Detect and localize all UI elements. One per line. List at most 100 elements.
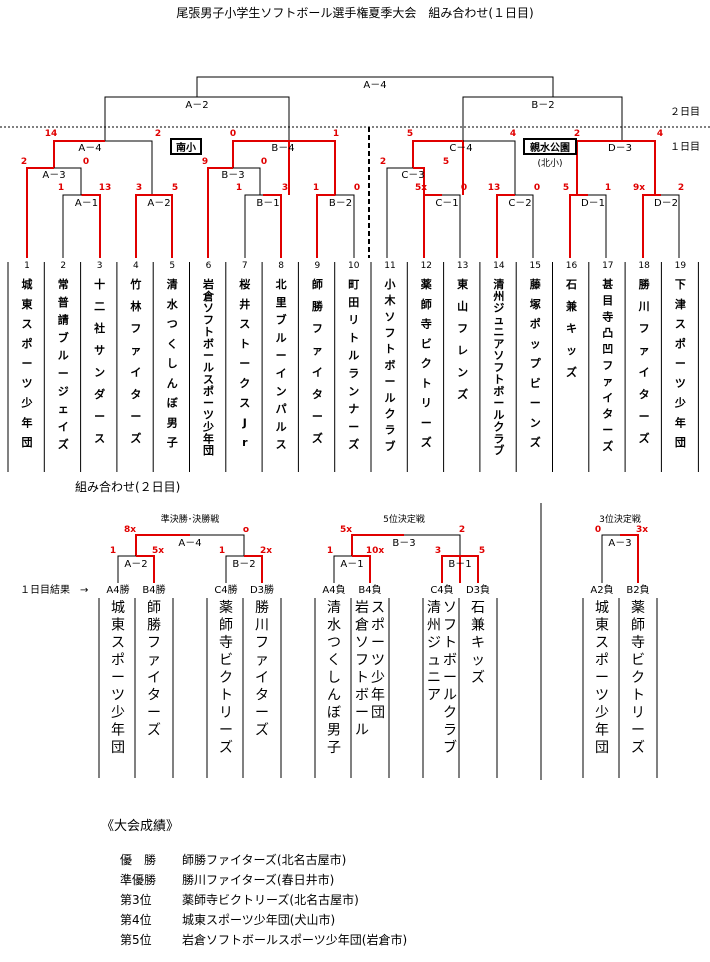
bracket-line — [26, 167, 54, 258]
score: 14 — [45, 129, 58, 139]
match-label: C－1 — [435, 198, 458, 209]
team-name: 常普請ブルージェイズ — [58, 277, 69, 451]
match-label: A－1 — [340, 559, 363, 570]
score: 1 — [110, 546, 116, 556]
bracket-line — [569, 194, 588, 258]
score: o — [243, 525, 249, 535]
score: 2x — [260, 546, 272, 556]
team-number: 18 — [638, 261, 650, 271]
bracket-line — [81, 194, 101, 258]
bracket-line — [441, 555, 461, 583]
score: 9 — [202, 157, 208, 167]
bracket-line — [413, 167, 425, 195]
venue-label: 南小 — [176, 141, 196, 154]
bracket-line — [135, 534, 190, 556]
match-label: D－2 — [654, 198, 678, 209]
score: 2 — [459, 525, 465, 535]
slot-team-name: スポーツ少年団 — [371, 600, 385, 721]
bracket-line — [263, 194, 282, 258]
slot-label: B2負 — [626, 584, 649, 596]
team-number: 17 — [602, 261, 613, 271]
slot-team-name: 清水つくしんぼ男子 — [327, 600, 341, 756]
match-label: D－1 — [581, 198, 605, 209]
bracket-line — [54, 167, 82, 195]
team-name: 竹林ファイターズ — [129, 277, 141, 445]
score: 2 — [380, 157, 386, 167]
bracket-line — [135, 194, 154, 258]
team-name: 師勝ファイターズ — [312, 277, 324, 445]
slot-label: A2負 — [590, 584, 613, 596]
result-rank: 第3位 — [120, 893, 152, 907]
score: 5 — [443, 157, 449, 167]
match-label: A－3 — [608, 538, 631, 549]
bracket-line — [335, 194, 355, 258]
score: 1 — [58, 183, 64, 193]
result-rank: 第4位 — [120, 913, 152, 927]
team-number: 5 — [169, 261, 175, 271]
team-number: 7 — [242, 261, 248, 271]
team-number: 12 — [421, 261, 432, 271]
bracket-line — [515, 194, 534, 258]
bracket-line — [412, 140, 464, 195]
team-name: 藤塚ポップビーンズ — [530, 277, 542, 449]
bracket-line — [620, 534, 639, 583]
result-rank: 第5位 — [120, 933, 152, 947]
score: 13 — [488, 183, 501, 193]
score: 9x — [633, 183, 645, 193]
bracket-line — [154, 194, 173, 258]
team-name: 東山フレンズ — [457, 277, 469, 401]
bracket-line — [289, 140, 336, 195]
team-number: 8 — [278, 261, 284, 271]
bracket-line — [404, 534, 461, 556]
slot-team-name: 師勝ファイターズ — [147, 600, 161, 739]
result-team: 城東スポーツ少年団(犬山市) — [182, 913, 336, 927]
match-label: C－2 — [508, 198, 531, 209]
bracket-line — [622, 140, 656, 195]
bracket-line — [642, 194, 661, 258]
match-label: A－4 — [178, 538, 201, 549]
score: 5x — [340, 525, 352, 535]
team-name: 北里ブルーインパルス — [276, 277, 287, 451]
result-team: 師勝ファイターズ(北名古屋市) — [182, 853, 347, 867]
bracket-line — [386, 167, 413, 258]
score: 1 — [313, 183, 319, 193]
slot-label: D3負 — [466, 584, 490, 596]
bracket-line — [463, 140, 516, 195]
bracket-line — [232, 140, 290, 195]
team-number: 16 — [566, 261, 578, 271]
match-label: B－2 — [232, 559, 255, 570]
bracket-line — [53, 140, 105, 168]
match-label: A－2 — [124, 559, 147, 570]
score: 3 — [282, 183, 288, 193]
bracket-line — [233, 167, 261, 195]
slot-team-name: 勝川ファイターズ — [255, 600, 269, 739]
slot-team-name: 薬師寺ビクトリーズ — [631, 600, 645, 756]
team-number: 11 — [384, 261, 395, 271]
bracket-line — [601, 534, 620, 583]
match-label: A－1 — [75, 198, 98, 209]
score: 0 — [461, 183, 467, 193]
bracket-line — [117, 555, 136, 583]
score: 0 — [534, 183, 540, 193]
match-label: B－3 — [221, 170, 244, 181]
slot-team-name: 城東スポーツ少年団 — [595, 600, 609, 756]
score: 5 — [479, 546, 485, 556]
team-name: 甚目寺凸凹ファイターズ — [602, 277, 613, 453]
bracket-line — [62, 194, 82, 258]
match-label: B－2 — [329, 198, 352, 209]
bracket-line — [442, 194, 461, 258]
result-rank: 優 勝 — [120, 853, 157, 867]
bracket-line — [190, 534, 245, 556]
team-number: 14 — [493, 261, 505, 271]
score: 4 — [657, 129, 663, 139]
slot-label: D3勝 — [250, 583, 274, 596]
match-label: B－4 — [271, 143, 294, 154]
team-name: 清水つくしんぼ男子 — [167, 277, 179, 449]
team-number: 4 — [133, 261, 139, 271]
result-team: 勝川ファイターズ(春日井市) — [182, 873, 335, 887]
slot-label: C4勝 — [214, 583, 237, 596]
match-label: B－2 — [531, 100, 554, 111]
section-title: 準決勝･決勝戦 — [161, 513, 220, 525]
team-name: 勝川ファイターズ — [638, 277, 651, 445]
